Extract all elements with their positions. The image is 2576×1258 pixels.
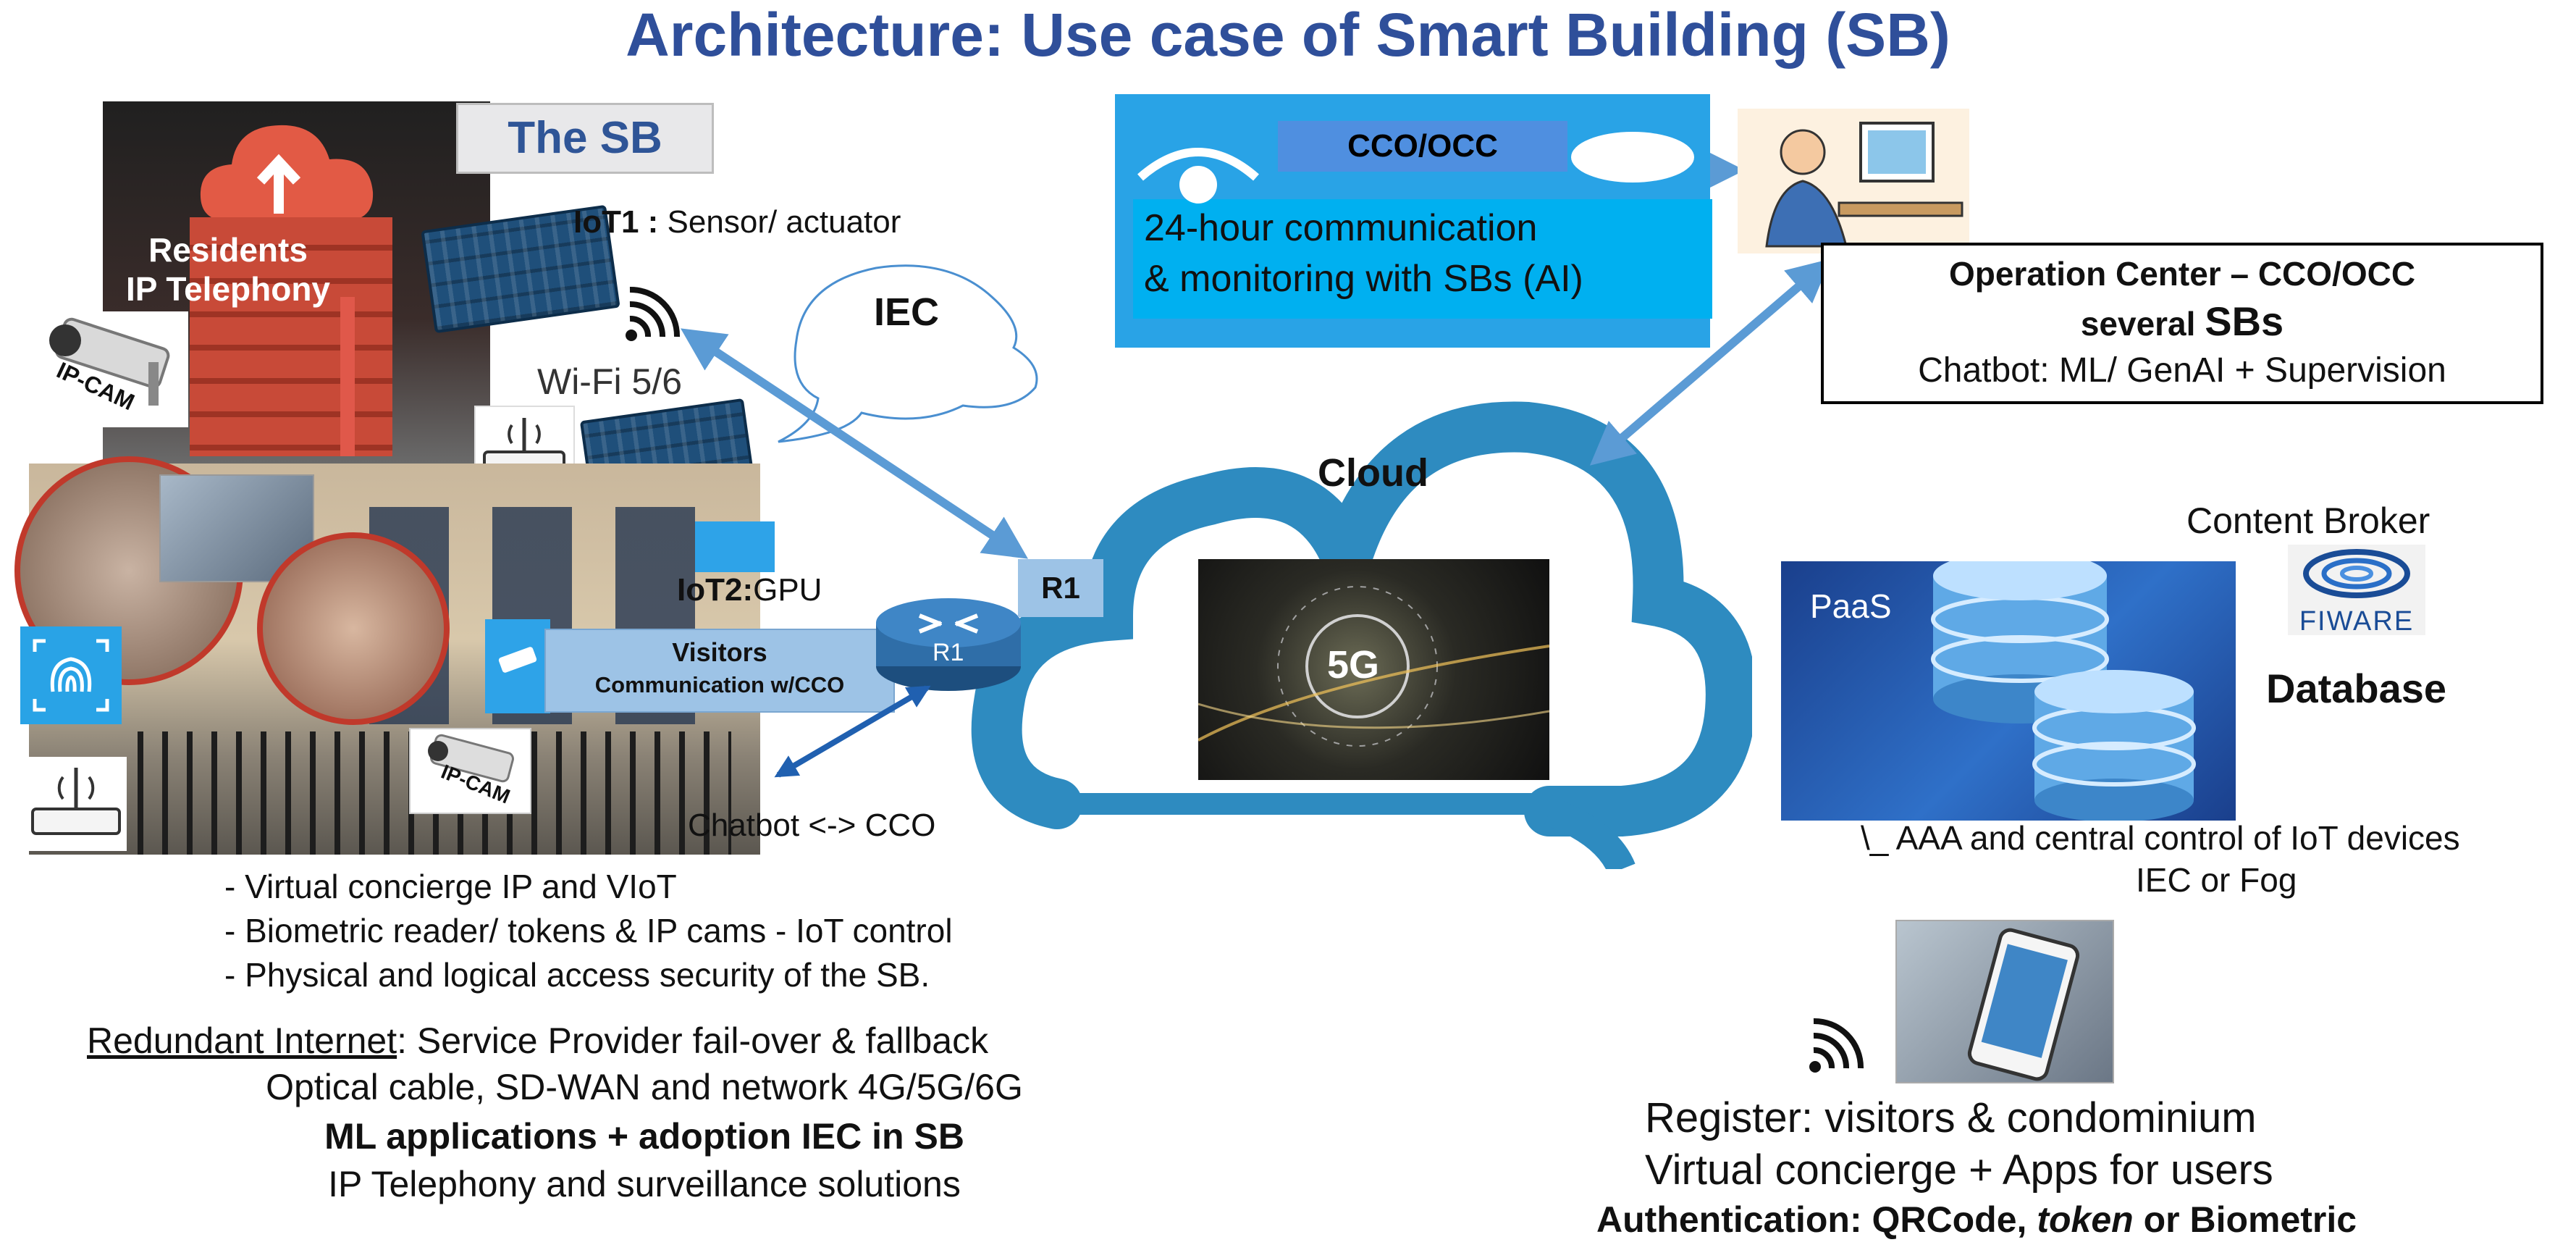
server-rack [190, 217, 392, 456]
security-camera-icon [49, 317, 170, 406]
operation-line2-b: SBs [2205, 298, 2284, 344]
wifi-label: Wi-Fi 5/6 [537, 361, 682, 402]
fingerprint-icon-box [20, 626, 122, 724]
redundant-internet-underlined: Redundant Internet [87, 1020, 397, 1061]
iec-label: IEC [874, 290, 940, 334]
eye-icon [1137, 148, 1259, 204]
ipcam-bottom: IP-CAM [409, 728, 531, 814]
aaa-label: \_ AAA and central control of IoT device… [1861, 819, 2460, 857]
the-sb-label: The SB [508, 113, 662, 163]
visitors-line1: Visitors [672, 637, 767, 667]
arrow-cloud-operation [1589, 259, 1832, 466]
auth-part-a: Authentication: QRCode, [1596, 1199, 2037, 1240]
virtual-concierge-label: Virtual concierge + Apps for users [1645, 1146, 2273, 1194]
fiware-logo-icon [2303, 549, 2410, 598]
arrow-iot1-r1 [680, 328, 1029, 559]
bullet-3: - Physical and logical access security o… [224, 956, 930, 994]
page-title: Architecture: Use case of Smart Building… [626, 1, 1950, 69]
fiware-logo: FIWARE [2288, 545, 2425, 637]
red-arrow-up [340, 297, 355, 456]
database-label: Database [2266, 666, 2447, 711]
wifi-router-bottom [25, 757, 127, 851]
ipcam-top: IP-CAM [14, 311, 188, 427]
bullet-1: - Virtual concierge IP and VIoT [224, 868, 677, 905]
fiware-label: FIWARE [2299, 606, 2415, 637]
residents-line1: Residents [148, 231, 308, 269]
optical-line: Optical cable, SD-WAN and network 4G/5G/… [266, 1067, 1023, 1107]
ml-line: ML applications + adoption IEC in SB [324, 1116, 964, 1157]
token-hand-circle [257, 532, 450, 725]
the-sb-box: The SB [456, 103, 714, 174]
visitors-camera-tab [485, 619, 550, 713]
fingerprint-icon [33, 639, 109, 712]
router-device-icon [31, 768, 121, 835]
paas-label: PaaS [1810, 587, 1892, 625]
redundant-internet-rest: : Service Provider fail-over & fallback [397, 1020, 989, 1061]
cco-oval [1571, 132, 1694, 183]
iot2-label: IoT2:GPU [677, 572, 822, 608]
iot2-label-rest: GPU [753, 572, 822, 608]
cloud-shape [971, 401, 1752, 869]
auth-part-token: token [2037, 1199, 2134, 1240]
smartphone-icon [1967, 928, 2080, 1081]
auth-part-c: or Biometric [2133, 1199, 2357, 1240]
operation-line2: several SBs [1824, 298, 2541, 345]
iot1-label-bold: IoT1 : [573, 204, 659, 240]
authentication-label: Authentication: QRCode, token or Biometr… [1596, 1199, 2357, 1241]
router-r1-label: R1 [933, 639, 964, 666]
cloud-label: Cloud [1318, 451, 1428, 495]
iot1-label-rest: Sensor/ actuator [658, 204, 901, 240]
ip-telephony-line: IP Telephony and surveillance solutions [328, 1164, 961, 1204]
residents-line2: IP Telephony [125, 270, 331, 308]
r1-tag-box: R1 [1018, 559, 1103, 617]
cco-tag-label: CCO/OCC [1347, 128, 1498, 164]
bullet-2: - Biometric reader/ tokens & IP cams - I… [224, 912, 953, 949]
operation-line3: Chatbot: ML/ GenAI + Supervision [1918, 351, 2446, 390]
cloud-upload-icon [200, 125, 374, 221]
cco-tag-box: CCO/OCC [1278, 121, 1567, 172]
cco-line1: 24-hour communication [1144, 207, 1538, 249]
iec-fog-label: IEC or Fog [2136, 861, 2297, 899]
residents-label: Residents IP Telephony [109, 230, 348, 309]
cco-line2: & monitoring with SBs (AI) [1144, 258, 1583, 300]
iot1-label: IoT1 : Sensor/ actuator [573, 204, 901, 240]
register-label: Register: visitors & condominium [1645, 1094, 2257, 1141]
database-cylinders-icon [1931, 561, 2196, 821]
operation-center-box: Operation Center – CCO/OCC several SBs C… [1821, 243, 2543, 404]
content-broker-label: Content Broker [2186, 500, 2430, 541]
phone-hand-photo-right [1895, 920, 2114, 1083]
operation-line2-a: several [2080, 305, 2205, 343]
five-g-label: 5G [1327, 643, 1380, 687]
redundant-internet-line: Redundant Internet: Service Provider fai… [87, 1020, 988, 1062]
arrow-chatbot-r1 [774, 685, 931, 778]
r1-tag-label: R1 [1041, 571, 1080, 605]
cco-panel-inner [1133, 199, 1712, 319]
paas-panel: PaaS [1781, 561, 2236, 821]
cylinder-small [2032, 670, 2196, 821]
five-g-rings [1198, 586, 1549, 747]
camera-icon [498, 647, 537, 673]
operation-line1: Operation Center – CCO/OCC [1948, 255, 2416, 293]
router-r1-icon [876, 598, 1021, 691]
wifi-signal-icon-right [1809, 1018, 1864, 1073]
wifi-signal-icon [626, 286, 681, 341]
five-g-city-photo: 5G [1198, 559, 1549, 780]
chatbot-cco-label: Chatbot <-> CCO [688, 808, 936, 843]
iot2-label-bold: IoT2: [677, 572, 754, 608]
security-camera-icon [428, 734, 515, 783]
operator-illustration [1738, 109, 1969, 253]
